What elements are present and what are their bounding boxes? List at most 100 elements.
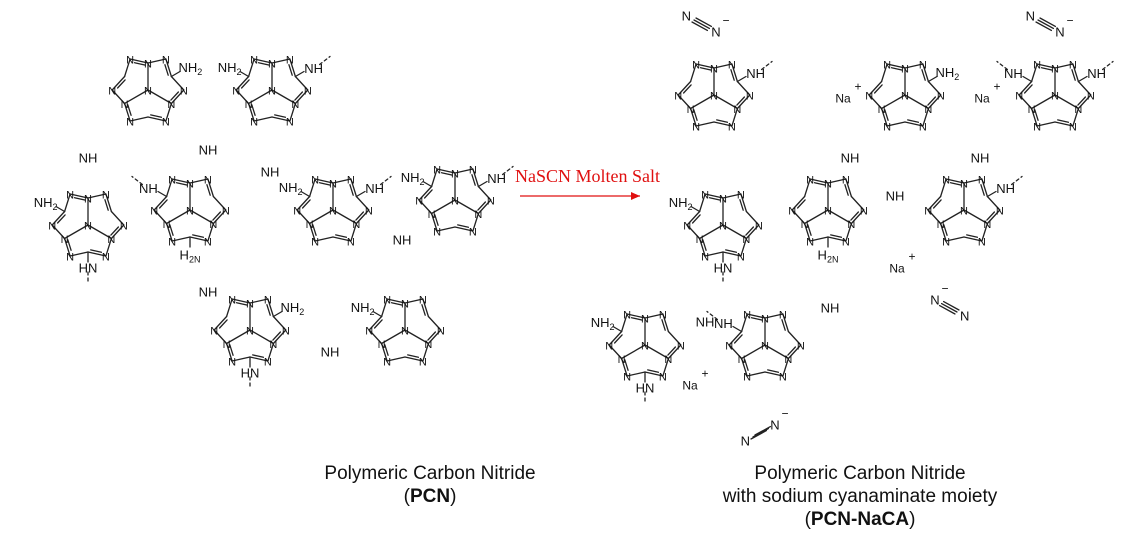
imine-bridge: NH <box>304 61 323 76</box>
bond <box>212 209 227 225</box>
bond <box>986 211 996 221</box>
amino-group-label: NH2 <box>34 195 58 212</box>
ring-nitrogen: N <box>883 60 891 72</box>
bond <box>809 236 829 242</box>
bond <box>175 182 188 186</box>
bond <box>608 344 623 360</box>
ring-nitrogen: N <box>102 190 110 202</box>
ring-nitrogen: N <box>469 165 477 177</box>
bond <box>110 224 125 240</box>
cyanamide-nitrogen: N <box>930 293 939 308</box>
bond <box>1054 121 1074 127</box>
bond <box>253 58 273 64</box>
ring-nitrogen: N <box>383 295 391 307</box>
ring-nitrogen: N <box>719 221 727 233</box>
ring-nitrogen: N <box>942 237 950 249</box>
bond <box>644 371 664 377</box>
bond <box>886 121 906 127</box>
bond <box>689 107 697 127</box>
dashed-bond <box>1101 60 1114 71</box>
bond <box>147 89 173 105</box>
bond <box>404 298 424 304</box>
ring-nitrogen: N <box>329 206 337 218</box>
imine-bridge: NH <box>1087 66 1106 81</box>
bond <box>251 104 256 116</box>
ring-nitrogen: N <box>451 169 459 181</box>
bond <box>189 178 209 184</box>
ring-nitrogen: N <box>978 237 986 249</box>
ring-nitrogen: N <box>291 99 299 111</box>
dashed-bond <box>501 165 514 176</box>
bond <box>165 222 173 242</box>
bond <box>386 356 406 362</box>
ring-nitrogen: N <box>378 339 386 351</box>
bond <box>207 222 215 242</box>
bond <box>104 199 109 211</box>
bond <box>932 199 942 209</box>
ring-nitrogen: N <box>687 104 695 116</box>
bond <box>288 64 293 76</box>
reactant-caption-abbr-line: (PCN) <box>403 486 457 507</box>
ring-nitrogen: N <box>701 190 709 202</box>
imine-bridge: NH <box>971 151 990 166</box>
bond <box>207 178 215 198</box>
bond <box>927 195 942 211</box>
bond <box>702 239 707 251</box>
bond <box>677 94 692 110</box>
bond <box>390 302 403 306</box>
bond <box>647 369 660 373</box>
bond <box>613 334 623 344</box>
bond <box>904 121 924 127</box>
bond <box>169 224 174 236</box>
ring-nitrogen: N <box>960 179 968 191</box>
bond <box>253 116 273 122</box>
bond <box>880 63 888 83</box>
ring-nitrogen: N <box>126 117 134 129</box>
bond <box>289 58 297 78</box>
bond <box>809 178 829 184</box>
bond <box>750 317 763 321</box>
bond <box>384 344 389 356</box>
bond <box>235 302 248 306</box>
bond <box>434 214 439 226</box>
bond <box>90 249 103 253</box>
bond <box>677 80 692 96</box>
bond <box>922 63 930 83</box>
bond <box>682 84 692 94</box>
ring-nitrogen: N <box>451 196 459 208</box>
bond <box>1023 84 1033 94</box>
ring-nitrogen: N <box>743 310 751 322</box>
amino-group-label: NH2 <box>179 60 203 77</box>
imine-bridge: NH <box>321 345 340 360</box>
product-caption-subtitle: with sodium cyanaminate moiety <box>722 486 998 507</box>
bond <box>249 329 275 345</box>
bond <box>430 199 456 215</box>
bond <box>986 190 997 198</box>
ring-nitrogen: N <box>761 341 769 353</box>
ring-nitrogen: N <box>487 196 495 208</box>
ring-nitrogen: N <box>246 299 254 311</box>
bond <box>158 199 168 209</box>
bond <box>708 197 721 201</box>
bond <box>945 178 965 184</box>
bond <box>667 330 682 346</box>
bond <box>1054 94 1080 110</box>
bond <box>644 313 664 319</box>
ring-nitrogen: N <box>737 252 745 264</box>
bond <box>813 182 826 186</box>
bond <box>940 302 958 313</box>
bond <box>880 94 906 110</box>
bond <box>436 168 456 174</box>
bond <box>372 310 383 318</box>
bond <box>1072 107 1080 127</box>
bond <box>704 251 724 257</box>
bond <box>110 226 120 236</box>
ring-nitrogen: N <box>761 314 769 326</box>
bond <box>213 315 228 331</box>
imine-bridge: HN <box>241 366 260 381</box>
bond <box>730 69 735 81</box>
ring-nitrogen: N <box>48 221 56 233</box>
bond <box>963 178 983 184</box>
bond <box>235 75 250 91</box>
ring-nitrogen: N <box>1069 60 1077 72</box>
